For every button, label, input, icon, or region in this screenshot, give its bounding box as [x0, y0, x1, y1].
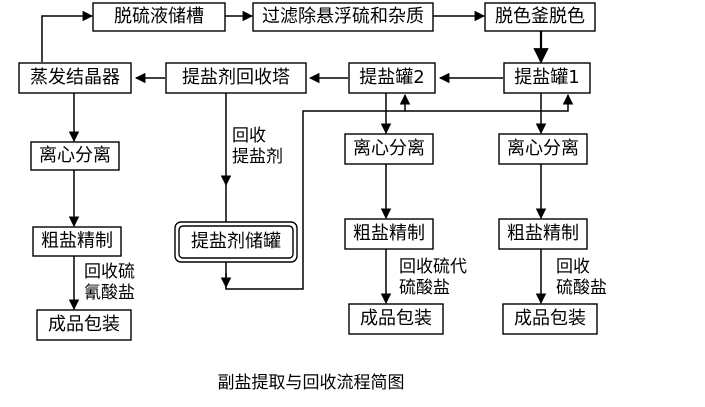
note-recover-sulfate: 回收 硫酸盐	[556, 257, 607, 298]
node-centrifuge-right: 离心分离	[498, 133, 588, 165]
node-label: 粗盐精制	[353, 223, 425, 244]
node-label: 成品包装	[48, 314, 120, 335]
note-recover-thiocyanate: 回收硫 氰酸盐	[84, 262, 135, 303]
note-line: 回收	[556, 257, 590, 277]
node-label: 成品包装	[514, 308, 586, 329]
node-tank1: 提盐罐1	[503, 62, 591, 94]
node-centrifuge-mid: 离心分离	[344, 133, 434, 165]
note-line: 氰酸盐	[84, 283, 135, 303]
node-label: 过滤除悬浮硫和杂质	[262, 6, 424, 27]
node-decolor-kettle: 脱色釜脱色	[484, 2, 596, 32]
node-filter: 过滤除悬浮硫和杂质	[252, 2, 434, 32]
node-label: 脱硫液储槽	[114, 6, 204, 27]
note-line: 回收硫	[84, 262, 135, 282]
arrow-evaporator-to-tank	[41, 10, 94, 62]
note-line: 提盐剂	[232, 147, 283, 167]
note-line: 回收硫代	[399, 257, 467, 277]
node-recovery-tower: 提盐剂回收塔	[165, 62, 307, 94]
arrow-loop-to-tank1	[405, 93, 574, 112]
node-centrifuge-left: 离心分离	[30, 141, 120, 171]
node-label: 脱色釜脱色	[495, 6, 585, 27]
node-label: 离心分离	[353, 138, 425, 159]
node-label: 离心分离	[507, 138, 579, 159]
node-refine-right: 粗盐精制	[498, 218, 588, 250]
note-line: 回收	[232, 126, 266, 146]
node-label: 提盐罐2	[359, 67, 424, 88]
node-label: 离心分离	[39, 145, 111, 166]
note-line: 硫酸盐	[399, 278, 450, 298]
node-label: 粗盐精制	[41, 231, 113, 252]
note-line: 硫酸盐	[556, 278, 607, 298]
node-label: 粗盐精制	[507, 223, 579, 244]
node-label: 蒸发结晶器	[30, 67, 120, 88]
node-product-left: 成品包装	[36, 309, 132, 341]
note-recover-thiosulfate: 回收硫代 硫酸盐	[399, 257, 467, 298]
diagram-caption: 副盐提取与回收流程简图	[218, 373, 405, 393]
node-label: 成品包装	[360, 308, 432, 329]
node-refine-mid: 粗盐精制	[344, 218, 434, 250]
connectors	[41, 10, 574, 311]
node-agent-tank: 提盐剂储罐	[174, 221, 298, 263]
node-label: 提盐剂储罐	[191, 231, 281, 252]
node-desulfur-tank: 脱硫液储槽	[92, 2, 226, 32]
note-recover-agent: 回收 提盐剂	[232, 126, 283, 167]
node-label: 提盐罐1	[514, 67, 579, 88]
node-product-right: 成品包装	[502, 303, 598, 335]
node-evaporator: 蒸发结晶器	[18, 62, 132, 94]
node-tank2: 提盐罐2	[348, 62, 436, 94]
node-refine-left: 粗盐精制	[32, 226, 122, 257]
node-product-mid: 成品包装	[348, 303, 444, 335]
node-label: 提盐剂回收塔	[182, 67, 290, 88]
